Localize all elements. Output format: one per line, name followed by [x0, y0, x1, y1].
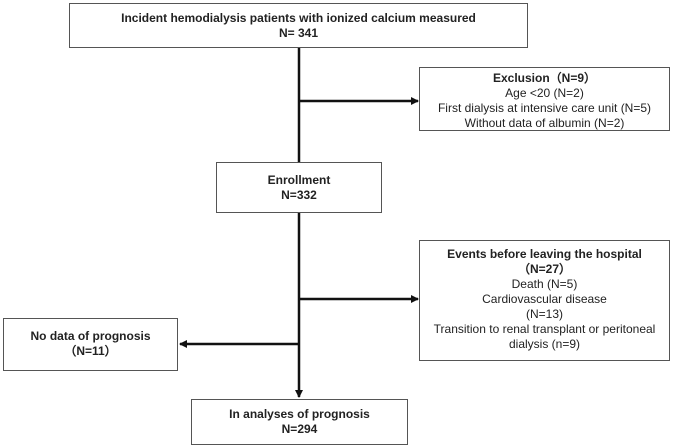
- enrollment-box: Enrollment N=332: [216, 162, 382, 213]
- exclusion-box: Exclusion（N=9） Age <20 (N=2) First dialy…: [419, 67, 670, 131]
- events-item: Transition to renal transplant or perito…: [433, 322, 656, 336]
- events-box: Events before leaving the hospital （N=27…: [419, 240, 670, 361]
- exclusion-item: Without data of albumin (N=2): [464, 116, 625, 130]
- enrollment-count: N=332: [281, 188, 317, 202]
- analysis-box: In analyses of prognosis N=294: [191, 399, 408, 445]
- analysis-label: In analyses of prognosis: [229, 407, 370, 421]
- exclusion-item: First dialysis at intensive care unit (N…: [437, 101, 652, 115]
- exclusion-item: Age <20 (N=2): [505, 86, 584, 100]
- incident-patients-box: Incident hemodialysis patients with ioni…: [69, 3, 528, 48]
- events-item: Cardiovascular disease: [482, 292, 607, 306]
- no-data-box: No data of prognosis （N=11）: [3, 318, 178, 371]
- events-item: dialysis (n=9): [508, 337, 581, 351]
- events-item: (N=13): [525, 307, 563, 321]
- analysis-count: N=294: [281, 422, 318, 436]
- exclusion-title: Exclusion（N=9）: [492, 71, 597, 85]
- enrollment-label: Enrollment: [267, 173, 331, 187]
- no-data-label: No data of prognosis: [30, 329, 151, 343]
- events-title: Events before leaving the hospital: [447, 247, 642, 261]
- incident-patients-count: N= 341: [278, 26, 319, 40]
- incident-patients-label: Incident hemodialysis patients with ioni…: [121, 11, 476, 25]
- events-item: Death (N=5): [511, 277, 578, 291]
- no-data-count: （N=11）: [64, 344, 117, 358]
- events-count: （N=27）: [517, 262, 572, 276]
